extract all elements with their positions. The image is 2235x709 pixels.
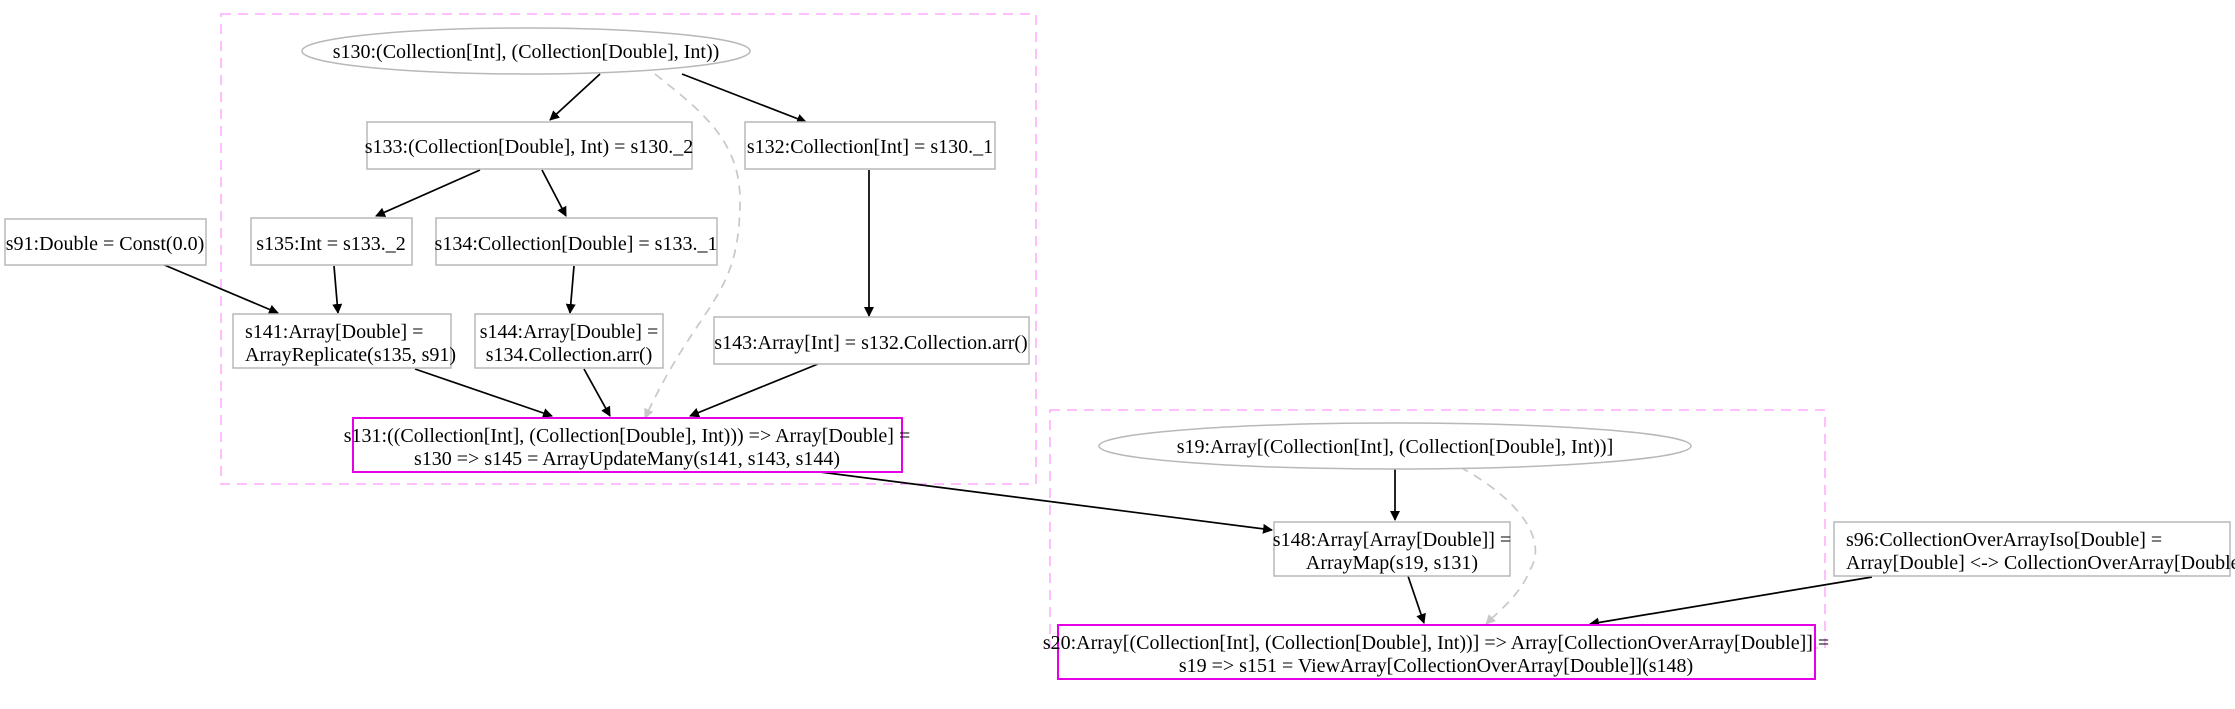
edge-s91-s141 <box>161 263 279 315</box>
edge-s148-s20 <box>1407 575 1426 624</box>
node-s141-line2: ArrayReplicate(s135, s91) <box>245 344 456 366</box>
node-s19-label: s19:Array[(Collection[Int], (Collection[… <box>1177 436 1614 458</box>
edge-s131-s148 <box>819 471 1273 534</box>
node-s144: s144:Array[Double] = s134.Collection.arr… <box>474 313 664 369</box>
node-s91-label: s91:Double = Const(0.0) <box>6 233 205 255</box>
node-s96-line2: Array[Double] <-> CollectionOverArray[Do… <box>1846 552 2235 574</box>
node-s132: s132:Collection[Int] = s130._1 <box>744 121 996 170</box>
node-s135-label: s135:Int = s133._2 <box>256 233 406 255</box>
edge-s130-s132 <box>681 73 807 124</box>
edge-s144-s131 <box>583 368 611 417</box>
node-s130-label: s130:(Collection[Int], (Collection[Doubl… <box>333 41 720 63</box>
edge-s135-s141 <box>332 265 343 314</box>
node-s148-line2: ArrayMap(s19, s131) <box>1306 552 1478 574</box>
node-s96: s96:CollectionOverArrayIso[Double] = Arr… <box>1833 521 2235 577</box>
node-s134: s134:Collection[Double] = s133._1 <box>435 217 718 266</box>
edge-s133-s135 <box>375 169 481 217</box>
node-s133-label: s133:(Collection[Double], Int) = s130._2 <box>365 136 693 158</box>
node-s144-line2: s134.Collection.arr() <box>486 344 653 366</box>
node-s19: s19:Array[(Collection[Int], (Collection[… <box>1098 422 1692 470</box>
node-s20-line2: s19 => s151 = ViewArray[CollectionOverAr… <box>1179 655 1693 677</box>
edge-s96-s20 <box>1589 576 1873 628</box>
edge-s143-s131 <box>689 363 819 418</box>
node-s134-label: s134:Collection[Double] = s133._1 <box>435 233 718 255</box>
edge-s134-s144 <box>565 265 576 314</box>
node-s132-label: s132:Collection[Int] = s130._1 <box>747 136 993 158</box>
node-s141: s141:Array[Double] = ArrayReplicate(s135… <box>232 313 456 369</box>
node-s148: s148:Array[Array[Double]] = ArrayMap(s19… <box>1273 521 1511 577</box>
edge-s133-s134 <box>541 169 567 217</box>
node-s91: s91:Double = Const(0.0) <box>4 218 207 266</box>
node-s20: s20:Array[(Collection[Int], (Collection[… <box>1043 624 1829 680</box>
node-s143-label: s143:Array[Int] = s132.Collection.arr() <box>714 332 1027 354</box>
node-s130: s130:(Collection[Int], (Collection[Doubl… <box>301 27 751 75</box>
edge-s130-s133 <box>549 73 601 121</box>
node-s148-line1: s148:Array[Array[Double]] = <box>1273 529 1511 551</box>
node-s144-line1: s144:Array[Double] = <box>480 321 658 343</box>
node-s133: s133:(Collection[Double], Int) = s130._2 <box>365 121 693 170</box>
lambda-cluster-s131 <box>220 13 1037 485</box>
node-s135: s135:Int = s133._2 <box>250 217 413 266</box>
node-s131: s131:((Collection[Int], (Collection[Doub… <box>344 417 910 473</box>
edge-s141-s131 <box>414 368 553 418</box>
edge-s19-s20-dashed <box>1459 466 1537 625</box>
node-s141-line1: s141:Array[Double] = <box>245 321 423 343</box>
node-s96-line1: s96:CollectionOverArrayIso[Double] = <box>1846 529 2162 551</box>
node-s131-line1: s131:((Collection[Int], (Collection[Doub… <box>344 425 910 447</box>
node-s131-line2: s130 => s145 = ArrayUpdateMany(s141, s14… <box>414 448 840 470</box>
node-s20-line1: s20:Array[(Collection[Int], (Collection[… <box>1043 632 1829 654</box>
edges <box>161 73 1873 628</box>
node-s143: s143:Array[Int] = s132.Collection.arr() <box>713 316 1030 365</box>
